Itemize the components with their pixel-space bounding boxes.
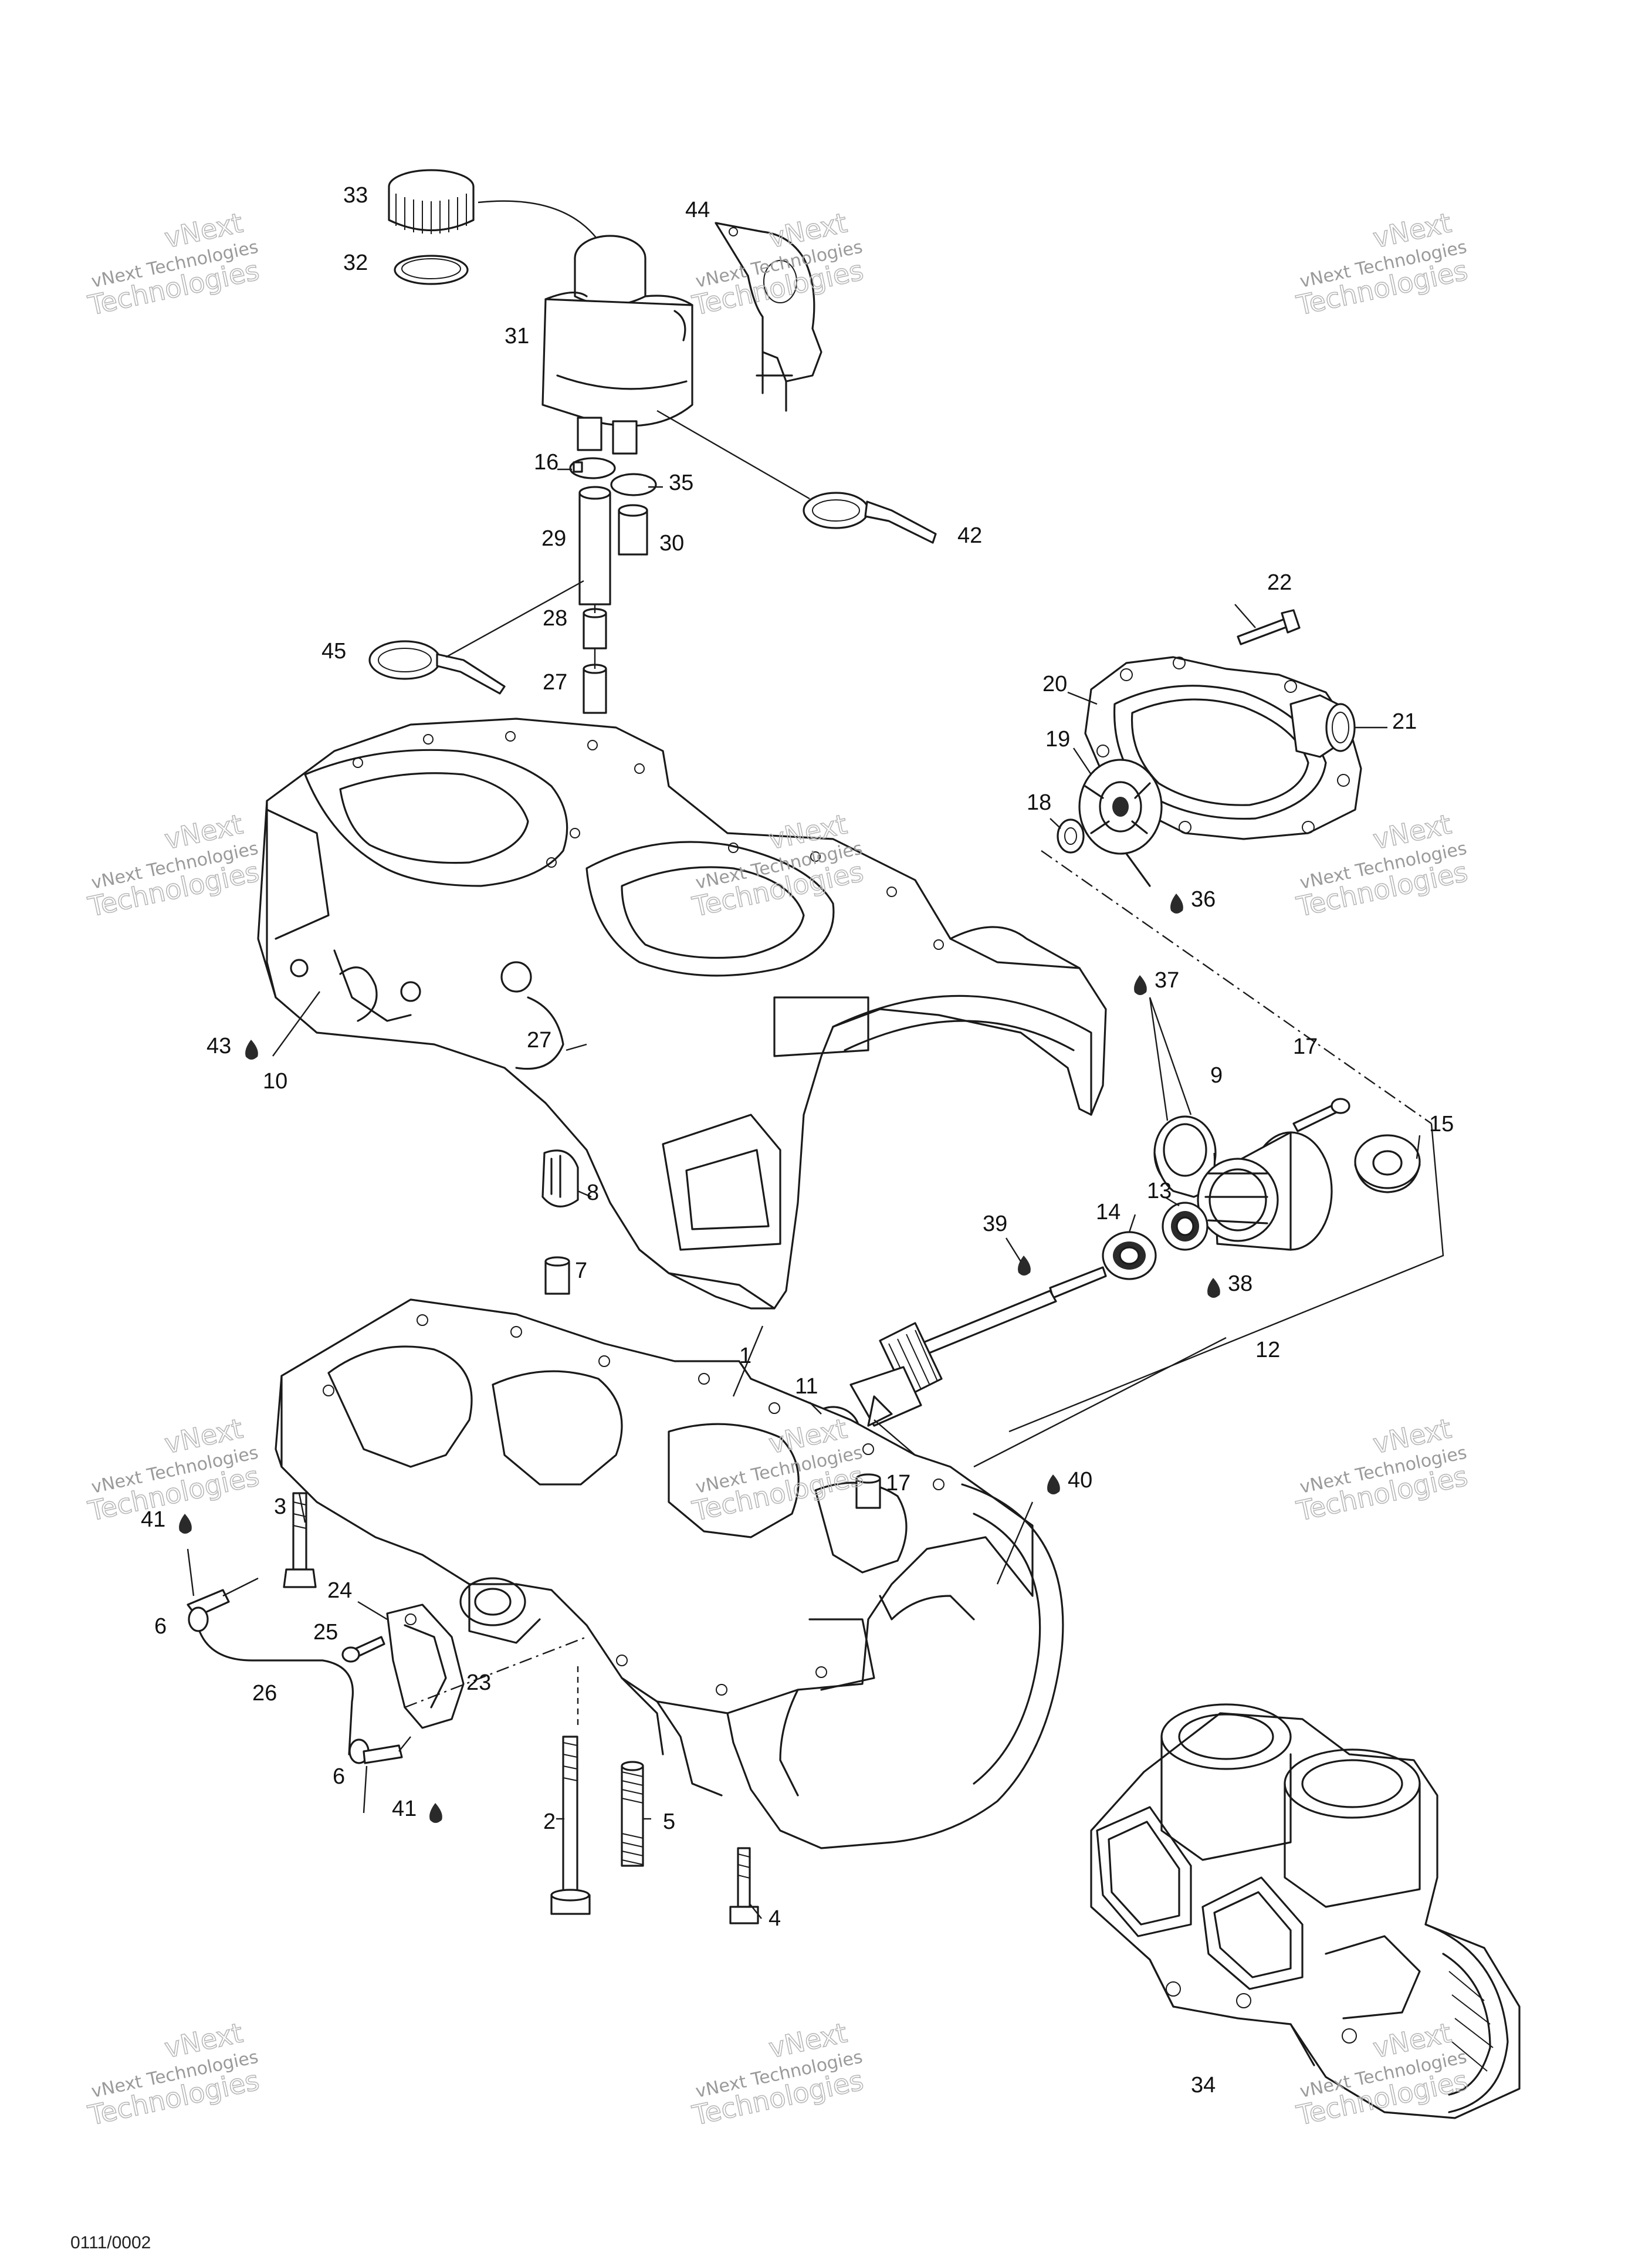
fitting-28 <box>583 608 607 649</box>
callout-14: 14 <box>1096 1200 1120 1224</box>
dowel-pin-7-lower <box>855 1473 881 1509</box>
callout-6: 6 <box>333 1764 345 1789</box>
callout-5: 5 <box>663 1809 675 1834</box>
callout-8: 8 <box>587 1180 599 1205</box>
callout-23: 23 <box>466 1670 491 1695</box>
callout-19: 19 <box>1045 727 1070 752</box>
callout-25: 25 <box>313 1620 338 1645</box>
seal-8 <box>541 1149 579 1207</box>
callout-27: 27 <box>543 670 567 695</box>
callout-34: 34 <box>1191 2073 1216 2098</box>
bearing-14 <box>1102 1231 1157 1280</box>
callout-3: 3 <box>274 1494 286 1519</box>
callout-9: 9 <box>1210 1063 1223 1088</box>
callout-2: 2 <box>543 1809 556 1834</box>
clamp-16 <box>569 457 616 479</box>
rotary-valve-shaft-12 <box>849 1266 1107 1427</box>
lubricant-drop-icons <box>179 894 1220 1823</box>
callout-27: 27 <box>527 1028 551 1053</box>
callout-28: 28 <box>543 606 567 631</box>
oil-reservoir-31 <box>541 235 693 455</box>
cap-gasket-32 <box>394 255 469 285</box>
callout-11: 11 <box>795 1374 818 1399</box>
sensor-6-top <box>187 1577 259 1632</box>
bolt-4 <box>729 1847 759 1924</box>
callout-1: 1 <box>739 1344 751 1368</box>
callout-15: 15 <box>1429 1112 1454 1136</box>
cover-24 <box>386 1604 465 1729</box>
washer-18 <box>1057 818 1085 854</box>
callout-42: 42 <box>957 523 982 548</box>
leader-lines <box>187 468 1421 1919</box>
callout-45: 45 <box>321 639 346 664</box>
lower-crankcase <box>275 1298 1064 1849</box>
callout-44: 44 <box>685 198 710 222</box>
callout-29: 29 <box>541 526 566 551</box>
stud-5 <box>621 1761 644 1867</box>
upper-crankcase <box>257 718 1107 1310</box>
callout-10: 10 <box>263 1069 287 1094</box>
outlet-fitting-21 <box>1289 694 1356 758</box>
callout-21: 21 <box>1392 709 1417 734</box>
callout-24: 24 <box>327 1578 352 1603</box>
callout-17: 17 <box>886 1471 910 1496</box>
callout-30: 30 <box>659 531 684 556</box>
engine-assembly-inset-34 <box>1090 1703 1521 2119</box>
callout-33: 33 <box>343 183 368 208</box>
bolt-2 <box>550 1736 591 1915</box>
dowel-pin-7-upper <box>544 1256 570 1295</box>
fitting-27 <box>583 664 607 714</box>
reservoir-cap-33 <box>388 169 475 234</box>
callout-36: 36 <box>1191 887 1216 912</box>
callout-6: 6 <box>154 1614 167 1639</box>
screw-22 <box>1237 609 1301 645</box>
callout-39: 39 <box>983 1212 1007 1236</box>
callout-4: 4 <box>769 1906 781 1931</box>
hose-29 <box>578 486 611 605</box>
callout-41: 41 <box>141 1507 165 1532</box>
callout-26: 26 <box>252 1681 277 1706</box>
callout-20: 20 <box>1042 672 1067 696</box>
screw-25 <box>341 1636 385 1663</box>
sensor-6-bottom <box>348 1736 411 1764</box>
callout-31: 31 <box>505 324 529 349</box>
screw-17-upper <box>1292 1098 1350 1132</box>
callout-12: 12 <box>1255 1338 1280 1362</box>
callout-7: 7 <box>575 1259 587 1283</box>
plug-30 <box>618 504 648 556</box>
callout-18: 18 <box>1027 790 1051 815</box>
callout-32: 32 <box>343 251 368 275</box>
callout-17: 17 <box>1293 1034 1318 1059</box>
callout-22: 22 <box>1267 570 1292 595</box>
seal-13 <box>1162 1202 1208 1251</box>
callout-38: 38 <box>1228 1271 1252 1296</box>
tie-rap-45 <box>368 640 506 695</box>
oil-seal-9 <box>1153 1115 1217 1198</box>
callout-37: 37 <box>1155 968 1179 993</box>
bolt-3 <box>283 1492 317 1588</box>
seal-15 <box>1354 1134 1421 1193</box>
callout-43: 43 <box>206 1034 231 1058</box>
bearing-housing <box>1197 1131 1333 1251</box>
tie-rap-42 <box>803 492 937 544</box>
impeller-19 <box>1078 759 1163 887</box>
callout-35: 35 <box>669 471 693 495</box>
bracket-44 <box>715 222 822 412</box>
footer-code: 0111/0002 <box>70 2233 151 2252</box>
callout-16: 16 <box>534 450 558 475</box>
callout-13: 13 <box>1147 1179 1172 1203</box>
callout-40: 40 <box>1068 1468 1092 1493</box>
clamp-35 <box>610 473 657 496</box>
callout-41: 41 <box>392 1797 417 1821</box>
